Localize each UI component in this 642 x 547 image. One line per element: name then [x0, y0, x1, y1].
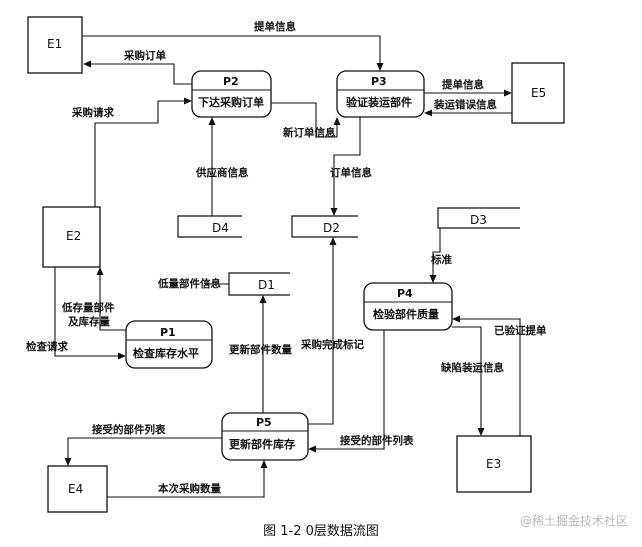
svg-text:缺陷装运信息: 缺陷装运信息: [440, 361, 504, 374]
process-p2: P2 下达采购订单: [191, 70, 272, 118]
svg-text:接受的部件列表: 接受的部件列表: [92, 423, 166, 436]
svg-text:接受的部件列表: 接受的部件列表: [340, 434, 414, 447]
flow-caigou-wancheng: 采购完成标记: [300, 237, 364, 425]
svg-text:供应商信息: 供应商信息: [195, 166, 249, 179]
store-d1: D1: [228, 272, 290, 296]
svg-text:低存量部件: 低存量部件: [61, 301, 115, 314]
entity-e5-label: E5: [531, 86, 546, 100]
store-d1-label: D1: [258, 278, 275, 292]
entity-e3-label: E3: [486, 457, 501, 471]
svg-text:检查请求: 检查请求: [26, 340, 68, 353]
store-d3: D3: [437, 207, 520, 229]
svg-text:采购请求: 采购请求: [71, 106, 114, 119]
store-d2-label: D2: [323, 221, 340, 235]
svg-text:装运错误信息: 装运错误信息: [433, 98, 497, 111]
flow-biaozhun: 标准: [429, 228, 452, 283]
flow-dikucun: 低存量部件 及库存量: [61, 267, 126, 331]
flow-jieshou-right: 接受的部件列表: [308, 330, 414, 453]
store-d3-label: D3: [470, 213, 487, 227]
flow-gongyingshang: 供应商信息: [195, 117, 249, 216]
entity-e4: E4: [47, 465, 108, 513]
flow-jieshou-left: 接受的部件列表: [64, 423, 222, 466]
svg-text:标准: 标准: [430, 253, 452, 266]
svg-text:更新部件数量: 更新部件数量: [229, 343, 292, 356]
flow-xin-dingdan: 新订单信息: [271, 102, 341, 139]
process-p1-id: P1: [160, 326, 176, 339]
entity-e5: E5: [511, 62, 565, 124]
process-p5-name: 更新部件库存: [229, 437, 295, 451]
svg-text:订单信息: 订单信息: [330, 166, 372, 179]
process-p3-id: P3: [371, 75, 387, 88]
process-p5-id: P5: [256, 416, 272, 429]
entity-e4-label: E4: [68, 482, 83, 496]
process-p3: P3 验证装运部件: [336, 70, 425, 118]
flow-zhuangyun-cuowu: 装运错误信息: [424, 98, 512, 117]
process-p5: P5 更新部件库存: [221, 412, 309, 461]
flow-caigou-qingqiu: 采购请求: [71, 97, 192, 207]
process-p4-name: 检验部件质量: [373, 307, 439, 321]
entity-e1: E1: [27, 16, 83, 74]
entity-e2-label: E2: [66, 229, 81, 243]
svg-text:低量部件信息: 低量部件信息: [157, 277, 221, 290]
store-d2: D2: [291, 215, 358, 238]
process-p2-name: 下达采购订单: [198, 95, 264, 109]
store-d4: D4: [177, 215, 242, 238]
process-p4: P4 检验部件质量: [363, 282, 453, 331]
flow-gengxin-shuliang: 更新部件数量: [229, 295, 292, 413]
entity-e3: E3: [456, 435, 532, 493]
entity-e1-label: E1: [47, 37, 62, 51]
svg-text:采购完成标记: 采购完成标记: [300, 338, 364, 351]
svg-text:及库存量: 及库存量: [68, 315, 110, 328]
flow-jiancha-qingqiu: 检查请求: [26, 267, 126, 360]
process-p4-id: P4: [397, 287, 413, 300]
flow-benci-shuliang: 本次采购数量: [107, 460, 268, 498]
figure-caption: 图 1-2 0层数据流图: [263, 524, 379, 539]
svg-text:新订单信息: 新订单信息: [283, 126, 336, 139]
store-d4-label: D4: [212, 221, 229, 235]
svg-text:已验证提单: 已验证提单: [494, 324, 547, 337]
watermark: @稀土掘金技术社区: [519, 514, 628, 528]
flow-dikucun-d1: 低量部件信息: [157, 277, 229, 290]
process-p1-name: 检查库存水平: [133, 346, 199, 360]
flow-tidan-e5: 提单信息: [424, 78, 512, 97]
svg-text:采购订单: 采购订单: [123, 49, 166, 62]
process-p1: P1 检查库存水平: [125, 320, 213, 369]
flow-dingdan: 订单信息: [330, 117, 372, 216]
svg-text:提单信息: 提单信息: [442, 78, 484, 91]
svg-text:提单信息: 提单信息: [254, 20, 296, 33]
entity-e2: E2: [42, 206, 101, 268]
flow-yiyanzheng-tidan: 已验证提单: [452, 315, 547, 436]
flow-quexian: 缺陷装运信息: [440, 326, 504, 436]
process-p3-name: 验证装运部件: [346, 95, 412, 109]
process-p2-id: P2: [223, 75, 239, 88]
svg-text:本次采购数量: 本次采购数量: [158, 482, 221, 495]
flow-caigou-dingdan: 采购订单: [83, 49, 192, 85]
flow-tidan-top: 提单信息: [82, 20, 384, 71]
